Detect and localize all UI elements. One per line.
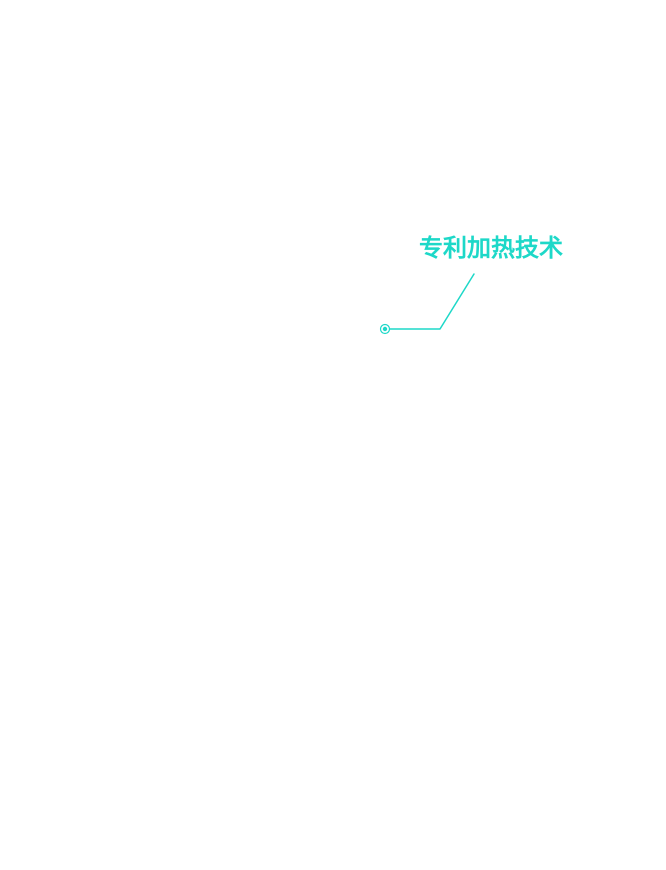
- marker-core: [382, 326, 388, 332]
- callout-label: 专利加热技术: [419, 234, 563, 262]
- callout-leader-line: [385, 273, 475, 330]
- target-dot-icon: [379, 323, 391, 335]
- marker-ring: [379, 323, 391, 335]
